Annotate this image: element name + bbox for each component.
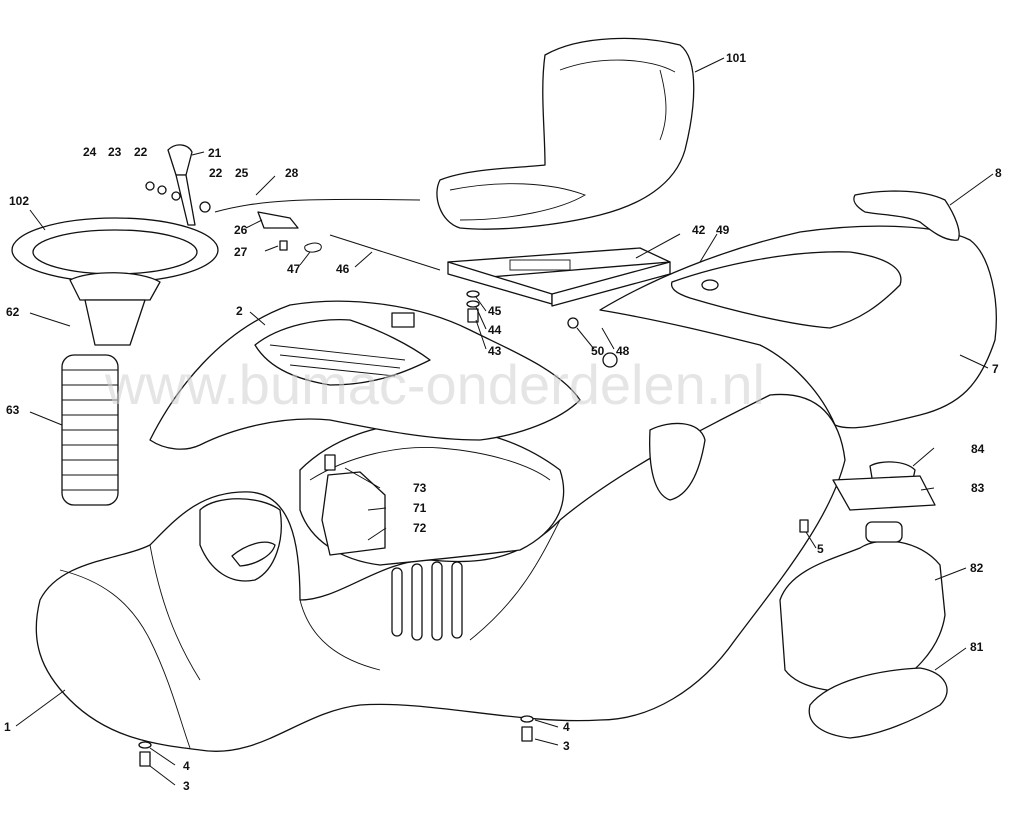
label-63: 63 [6, 403, 20, 417]
label-102: 102 [9, 194, 29, 208]
label-50: 50 [591, 344, 605, 358]
rear-cover [599, 225, 997, 429]
seat-plate [447, 247, 671, 307]
label-21: 21 [208, 146, 222, 160]
label-73: 73 [413, 481, 427, 495]
label-27: 27 [234, 245, 248, 259]
label-26: 26 [234, 223, 248, 237]
label-3-right: 3 [563, 739, 570, 753]
label-62: 62 [6, 305, 20, 319]
label-47: 47 [287, 262, 301, 276]
label-83: 83 [971, 481, 985, 495]
label-7: 7 [992, 362, 999, 376]
label-72: 72 [413, 521, 427, 535]
label-1: 1 [4, 720, 11, 734]
label-3-left: 3 [183, 779, 190, 793]
label-49: 49 [716, 223, 730, 237]
label-4-left: 4 [183, 759, 190, 773]
label-24: 24 [83, 145, 97, 159]
label-22-mid: 22 [209, 166, 223, 180]
label-71: 71 [413, 501, 427, 515]
vent-slots [391, 561, 463, 641]
fuel-tank-assembly [779, 461, 948, 739]
throttle-lever [145, 144, 421, 229]
rod-and-clips [279, 234, 441, 271]
front-hood [149, 300, 581, 450]
seat [436, 37, 695, 230]
label-42: 42 [692, 223, 706, 237]
label-43: 43 [488, 344, 502, 358]
rear-bracket [853, 190, 960, 241]
label-4-right: 4 [563, 720, 570, 734]
label-81: 81 [970, 640, 984, 654]
bellows [61, 354, 119, 506]
label-25: 25 [235, 166, 249, 180]
steering-assembly [11, 217, 219, 506]
body-shell [35, 393, 846, 752]
label-22-top: 22 [134, 145, 148, 159]
label-28: 28 [285, 166, 299, 180]
watermark: www.bumac-onderdelen.nl [104, 353, 765, 416]
fasteners [138, 290, 618, 767]
label-48: 48 [616, 344, 630, 358]
label-2: 2 [236, 304, 243, 318]
label-5: 5 [817, 542, 824, 556]
label-44: 44 [488, 323, 502, 337]
label-46: 46 [336, 262, 350, 276]
callout-labels: 101 8 7 42 49 21 22 23 24 22 25 28 26 27… [4, 51, 1002, 793]
label-8: 8 [995, 166, 1002, 180]
label-23: 23 [108, 145, 122, 159]
label-101: 101 [726, 51, 746, 65]
label-82: 82 [970, 561, 984, 575]
leader-lines [15, 57, 994, 786]
label-45: 45 [488, 304, 502, 318]
label-84: 84 [971, 442, 985, 456]
